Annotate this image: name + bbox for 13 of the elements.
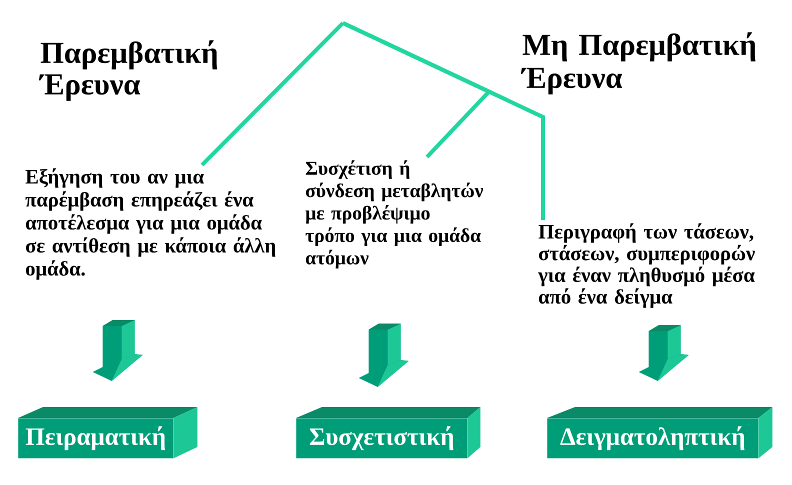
category-box: Συσχετιστική — [296, 407, 480, 458]
heading: Παρεμβατική Έρευνα — [38, 40, 218, 101]
block-arrow — [92, 320, 143, 381]
category-box: Πειραματική — [18, 407, 198, 458]
description-text: Συσχέτιση ή σύνδεση μεταβλητών με προβλέψιμο τρόπο για μια ομάδα ατόμων — [305, 160, 484, 268]
block-arrow — [638, 325, 689, 381]
description-text: Εξήγηση του αν μια παρέμβαση επηρεάζει ένα αποτέλεσμα για μια ομάδα σε αντίθεση με κάποια άλλη ομάδα. — [25, 168, 276, 280]
branch-line — [200, 22, 344, 166]
block-arrow — [358, 324, 409, 387]
heading: Μη Παρεμβατική Έρευνα — [520, 32, 756, 94]
category-box: Δειγματοληπτική — [547, 407, 772, 458]
branch-line — [342, 21, 545, 220]
description-text: Περιγραφή των τάσεων, στάσεων, συμπεριφορών για έναν πληθυσμό μέσα από ένα δείγμα — [538, 223, 755, 308]
